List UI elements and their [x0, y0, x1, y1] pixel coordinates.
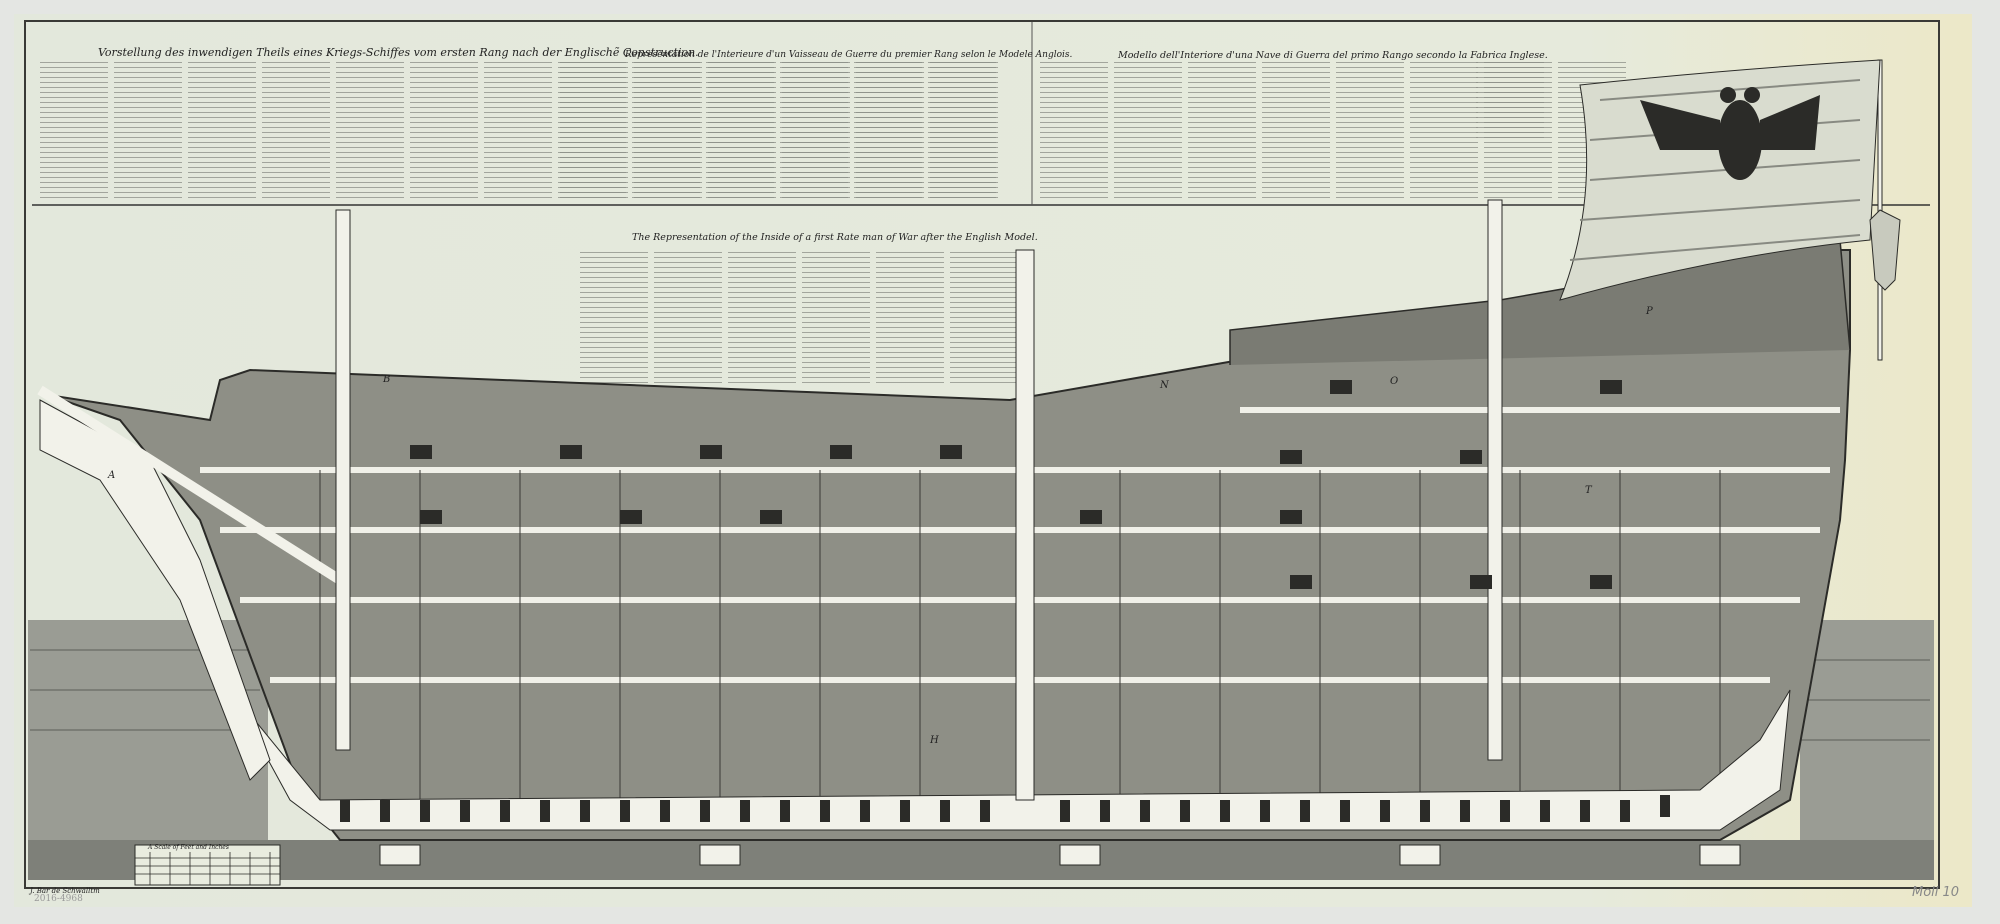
french-title: Representation de l'Interieure d'un Vais…	[625, 50, 1073, 60]
double-headed-eagle-icon	[1640, 87, 1820, 180]
foremast	[335, 209, 351, 751]
plate-border	[24, 20, 1940, 889]
italian-legend-columns-right	[1476, 62, 1544, 142]
mainmast	[1015, 249, 1035, 801]
scale-bar	[134, 844, 281, 886]
italian-title: Modello dell'Interiore d'una Nave di Gue…	[1118, 50, 1548, 61]
ship-label-t: T	[1585, 485, 1592, 496]
english-title: The Representation of the Inside of a fi…	[632, 232, 1038, 243]
handwritten-note: Moll 10	[1912, 885, 1960, 900]
inventory-stamp: 2016-4968	[34, 894, 83, 904]
english-legend-columns	[580, 252, 1018, 383]
french-legend-columns	[560, 62, 998, 202]
ship-label-p: P	[1646, 306, 1653, 317]
ship-label-b: B	[383, 374, 391, 385]
ship-label-h: H	[930, 735, 939, 746]
scale-title: A Scale of Feet and Inches	[148, 844, 229, 851]
ship-label-o: O	[1390, 376, 1399, 387]
stern-lantern	[1869, 209, 1901, 291]
ship-label-a: A	[108, 470, 116, 481]
german-title: Vorstellung des inwendigen Theils eines …	[98, 46, 699, 59]
ship-label-n: N	[1160, 380, 1169, 391]
engraver-signature: J. Bar de Schwalltm	[30, 887, 100, 895]
bow-beakhead	[39, 399, 271, 781]
mizzenmast	[1487, 199, 1503, 761]
